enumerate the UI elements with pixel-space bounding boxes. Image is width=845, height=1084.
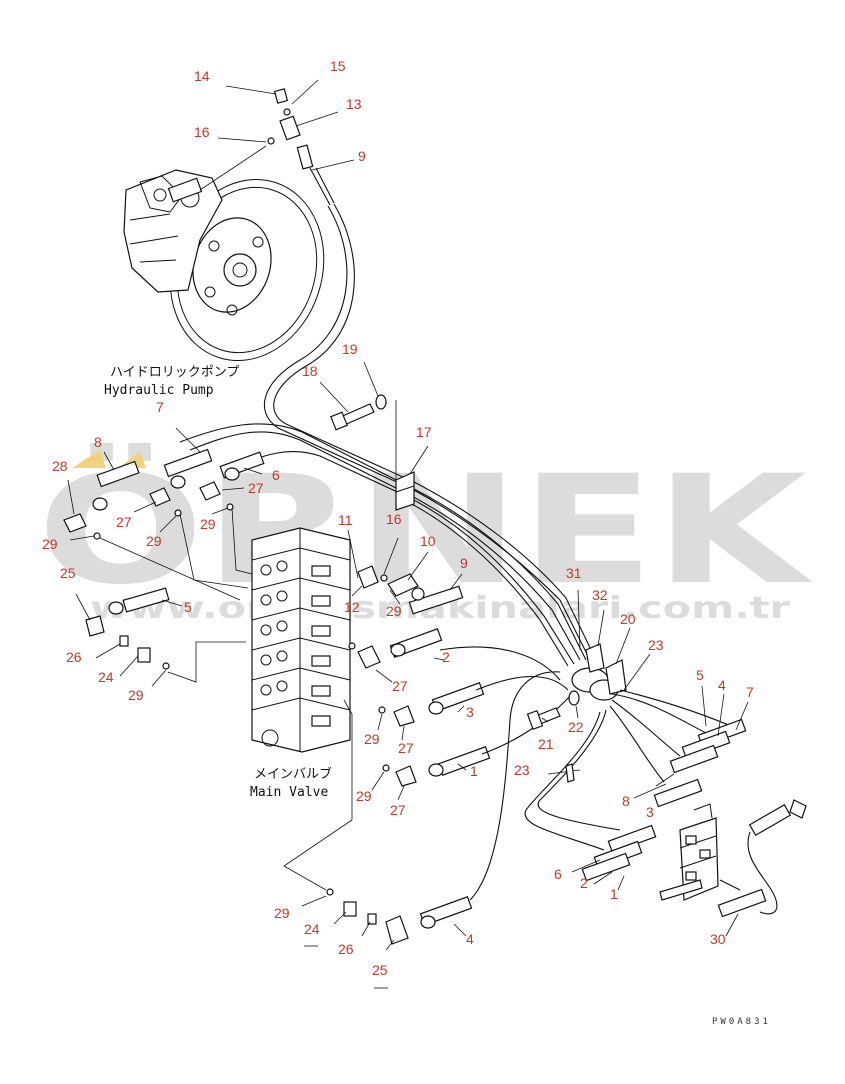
drawing-code: PW0A831 bbox=[712, 1017, 771, 1027]
left-lower-fittings bbox=[75, 587, 246, 687]
callout-18: 18 bbox=[302, 363, 318, 379]
callout-27-c: 27 bbox=[392, 678, 408, 694]
bottom-fittings bbox=[283, 671, 561, 989]
callout-22: 22 bbox=[568, 719, 584, 735]
callout-6-left: 6 bbox=[272, 467, 280, 483]
callout-21: 21 bbox=[538, 736, 554, 752]
callout-29-a: 29 bbox=[200, 516, 216, 532]
valve-label-jp: メインバルブ bbox=[254, 766, 332, 782]
callout-1-right: 1 bbox=[610, 886, 618, 902]
callout-27-b: 27 bbox=[116, 514, 132, 530]
pump-label-en: Hydraulic Pump bbox=[104, 383, 214, 398]
callout-10: 10 bbox=[420, 533, 436, 549]
callout-25-left: 25 bbox=[60, 565, 76, 581]
callout-29-f: 29 bbox=[364, 731, 380, 747]
control-block bbox=[659, 799, 807, 937]
callout-7-right: 7 bbox=[746, 684, 754, 700]
callout-29-h: 29 bbox=[274, 905, 290, 921]
callout-2-right: 2 bbox=[580, 875, 588, 891]
callout-16-top: 16 bbox=[194, 124, 210, 140]
callout-29-e: 29 bbox=[128, 687, 144, 703]
callout-29-c: 29 bbox=[42, 536, 58, 552]
middle-fittings bbox=[347, 529, 464, 615]
callout-27-a: 27 bbox=[248, 480, 264, 496]
upper-left-hoses bbox=[63, 427, 265, 601]
callout-7-left: 7 bbox=[156, 399, 164, 415]
pump-top-fittings bbox=[199, 79, 355, 206]
callout-27-e: 27 bbox=[390, 802, 406, 818]
watermark: ÖRNEK www.orneksmakinalari.com.tr bbox=[37, 442, 813, 626]
callout-2-mid: 2 bbox=[442, 649, 450, 665]
callout-23-top: 23 bbox=[648, 637, 664, 653]
callout-32: 32 bbox=[592, 587, 608, 603]
main-valve bbox=[251, 527, 351, 753]
callout-5-left: 5 bbox=[184, 599, 192, 615]
callout-28: 28 bbox=[52, 458, 68, 474]
callout-29-g: 29 bbox=[356, 788, 372, 804]
callout-23-mid: 23 bbox=[514, 762, 530, 778]
watermark-accent-mark bbox=[72, 450, 146, 468]
right-hose-bundle bbox=[571, 685, 749, 891]
callout-13: 13 bbox=[346, 96, 362, 112]
callout-17: 17 bbox=[416, 424, 432, 440]
callout-31: 31 bbox=[566, 565, 582, 581]
pump-label-jp: ハイドロリックポンプ bbox=[110, 365, 239, 380]
callout-4-bottom: 4 bbox=[466, 931, 474, 947]
bolt-and-washer bbox=[319, 361, 429, 480]
hydraulic-pump bbox=[123, 169, 325, 362]
callout-5-right: 5 bbox=[696, 667, 704, 683]
callout-26-left: 26 bbox=[66, 649, 82, 665]
callout-30: 30 bbox=[710, 931, 726, 947]
hose-clamp-assembly bbox=[524, 589, 741, 851]
callout-8-right: 8 bbox=[622, 793, 630, 809]
callout-12: 12 bbox=[344, 599, 360, 615]
valve-right-hoses bbox=[343, 628, 573, 820]
callout-29-b: 29 bbox=[146, 533, 162, 549]
callout-9-top: 9 bbox=[358, 148, 366, 164]
callout-26-bottom: 26 bbox=[338, 941, 354, 957]
clamp-bracket bbox=[395, 471, 415, 511]
callout-24-left: 24 bbox=[98, 669, 114, 685]
callout-6-right: 6 bbox=[554, 866, 562, 882]
valve-label-en: Main Valve bbox=[250, 785, 328, 800]
callout-4-right: 4 bbox=[718, 677, 726, 693]
callout-11: 11 bbox=[338, 512, 353, 528]
callout-20: 20 bbox=[620, 611, 636, 627]
callout-15: 15 bbox=[330, 58, 346, 74]
callout-24-bottom: 24 bbox=[304, 921, 320, 937]
callout-27-d: 27 bbox=[398, 740, 414, 756]
callout-29-d: 29 bbox=[386, 603, 402, 619]
callout-8-left: 8 bbox=[94, 434, 102, 450]
callout-9-mid: 9 bbox=[460, 555, 468, 571]
callout-3-mid: 3 bbox=[466, 704, 474, 720]
callout-1-mid: 1 bbox=[470, 763, 478, 779]
callout-3-right: 3 bbox=[646, 804, 654, 820]
callout-16-mid: 16 bbox=[386, 511, 402, 527]
callout-19: 19 bbox=[342, 341, 358, 357]
callout-14: 14 bbox=[194, 68, 210, 84]
callouts: 14 15 13 16 9 18 19 7 17 8 28 6 27 27 29… bbox=[42, 58, 754, 978]
callout-25-bottom: 25 bbox=[372, 962, 388, 978]
